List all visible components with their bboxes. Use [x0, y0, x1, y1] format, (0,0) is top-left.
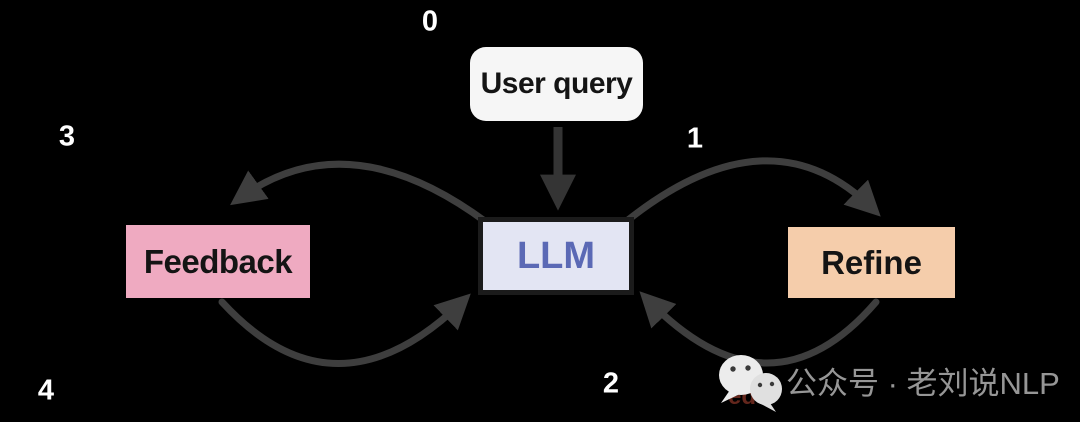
refine-node: Refine — [788, 227, 955, 298]
user-query-label: User query — [480, 67, 633, 100]
arrow-feedback-to-llm — [218, 293, 471, 367]
step-number-1: 1 — [686, 122, 704, 155]
llm-label: LLM — [516, 234, 596, 277]
arrow-llm-to-feedback — [230, 160, 490, 226]
watermark-text: 公众号 · 老刘说NLP — [786, 366, 1060, 401]
feedback-label: Feedback — [143, 242, 293, 280]
user-query-node: User query — [470, 47, 643, 121]
step-number-0: 0 — [421, 5, 439, 38]
arrow-refine-to-llm — [639, 291, 880, 367]
refine-label: Refine — [821, 243, 922, 281]
step-number-4: 4 — [37, 374, 55, 407]
llm-node: LLM — [478, 217, 634, 295]
wechat-icon — [719, 355, 782, 412]
step-number-2: 2 — [602, 367, 620, 400]
arrow-llm-to-refine — [624, 157, 881, 224]
watermark: ed 公众号 · 老刘说NLP — [719, 355, 1060, 412]
feedback-node: Feedback — [126, 225, 310, 298]
step-number-3: 3 — [58, 120, 76, 153]
